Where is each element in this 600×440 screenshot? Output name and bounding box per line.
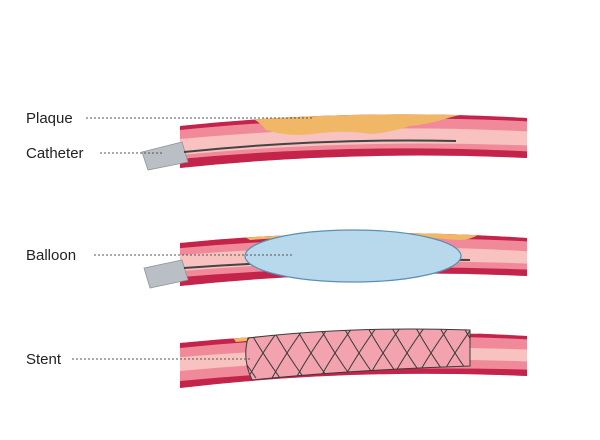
stent-strand	[463, 329, 470, 379]
vessel-balloon	[143, 229, 527, 289]
label-balloon: Balloon	[26, 247, 292, 264]
balloon	[244, 229, 462, 283]
catheter-sheath	[141, 141, 189, 171]
catheter-sheath-2	[143, 259, 189, 289]
vessel-before	[141, 114, 527, 171]
plaque	[252, 114, 490, 135]
label-stent-text: Stent	[26, 351, 62, 368]
label-plaque-text: Plaque	[26, 110, 73, 127]
stent-strand	[295, 329, 329, 379]
label-balloon-text: Balloon	[26, 247, 76, 264]
label-catheter: Catheter	[26, 145, 162, 162]
label-plaque: Plaque	[26, 110, 312, 127]
vessel-stent	[180, 328, 527, 388]
stent-strand	[245, 329, 257, 379]
guidewire	[183, 139, 457, 153]
label-stent: Stent	[26, 351, 252, 368]
label-catheter-text: Catheter	[26, 145, 84, 162]
stent-outline	[245, 328, 471, 381]
